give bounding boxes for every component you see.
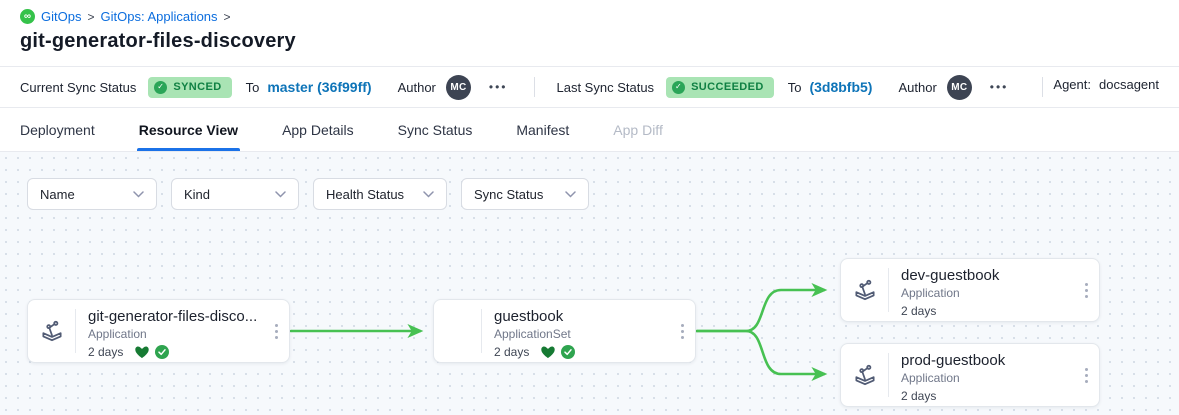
tab-bar: Deployment Resource View App Details Syn… <box>0 108 1179 152</box>
filter-label: Health Status <box>326 186 405 202</box>
last-commit-link[interactable]: (3d8bfb5) <box>809 79 873 95</box>
tab-deployment[interactable]: Deployment <box>20 121 95 138</box>
to-label: To <box>787 79 802 95</box>
divider <box>1042 77 1044 97</box>
chevron-down-icon <box>133 190 144 198</box>
filter-sync-status-dropdown[interactable]: Sync Status <box>461 178 589 210</box>
node-kind: Application <box>901 371 960 385</box>
current-sync-status-label: Current Sync Status <box>20 79 137 95</box>
graph-node-guestbook-applicationset[interactable]: guestbook ApplicationSet 2 days <box>433 299 696 363</box>
node-title: prod-guestbook <box>901 352 1006 369</box>
edge-guestbook-to-dev <box>695 282 828 333</box>
tab-resource-view[interactable]: Resource View <box>136 108 241 151</box>
node-menu-icon[interactable] <box>1073 259 1099 321</box>
health-heart-icon <box>135 346 150 358</box>
divider <box>533 77 535 97</box>
chevron-down-icon <box>423 190 434 198</box>
page-title: git-generator-files-discovery <box>20 30 296 52</box>
node-title: guestbook <box>494 308 564 325</box>
filter-label: Name <box>40 186 75 202</box>
author-label: Author <box>397 79 436 95</box>
current-commit-link[interactable]: master (36f99ff) <box>267 79 372 95</box>
resource-graph-canvas: Name Kind Health Status Sync Status <box>0 152 1179 415</box>
breadcrumb: ∞ GitOps > GitOps: Applications > <box>20 9 1159 24</box>
graph-filters: Name Kind Health Status Sync Status <box>27 178 589 210</box>
graph-node-root-application[interactable]: git-generator-files-disco... Application… <box>27 299 290 363</box>
divider <box>75 309 76 353</box>
gitops-logo-icon: ∞ <box>20 9 35 24</box>
argo-application-icon <box>841 259 888 321</box>
filter-label: Kind <box>184 186 211 202</box>
to-label: To <box>245 79 260 95</box>
graph-node-dev-guestbook[interactable]: dev-guestbook Application 2 days <box>840 258 1100 322</box>
badge-text: SYNCED <box>173 81 222 93</box>
node-kind: Application <box>901 286 960 300</box>
edge-guestbook-to-prod <box>695 329 828 382</box>
last-sync-status-label: Last Sync Status <box>556 79 655 95</box>
node-icon-placeholder <box>434 300 481 362</box>
agent-value: docsagent <box>1099 77 1159 92</box>
tab-manifest[interactable]: Manifest <box>516 121 570 138</box>
author-label: Author <box>898 79 937 95</box>
agent-label: Agent: <box>1053 77 1091 92</box>
page-header: ∞ GitOps > GitOps: Applications > git-ge… <box>0 0 1179 66</box>
node-menu-icon[interactable] <box>669 300 695 362</box>
graph-node-prod-guestbook[interactable]: prod-guestbook Application 2 days <box>840 343 1100 407</box>
author-avatar[interactable]: MC <box>445 74 471 100</box>
node-menu-icon[interactable] <box>263 300 289 362</box>
tab-app-details[interactable]: App Details <box>282 121 354 138</box>
breadcrumb-separator: > <box>87 9 95 24</box>
divider <box>888 353 889 397</box>
sync-check-icon <box>561 345 576 359</box>
argo-application-icon <box>841 344 888 406</box>
node-title: dev-guestbook <box>901 267 1000 284</box>
tab-sync-status[interactable]: Sync Status <box>397 121 473 138</box>
last-sync-status-badge: ✓ SUCCEEDED <box>666 76 774 98</box>
sync-check-icon <box>155 345 170 359</box>
breadcrumb-link-applications[interactable]: GitOps: Applications <box>100 9 218 24</box>
node-age: 2 days <box>901 304 937 318</box>
author-avatar[interactable]: MC <box>946 74 972 100</box>
divider <box>481 309 482 353</box>
agent-info: Agent: docsagent <box>1042 77 1159 97</box>
check-circle-icon: ✓ <box>154 80 168 94</box>
node-kind: Application <box>88 327 147 341</box>
filter-label: Sync Status <box>474 186 544 202</box>
breadcrumb-link-gitops[interactable]: GitOps <box>41 9 82 24</box>
status-bar: Current Sync Status ✓ SYNCED To master (… <box>0 66 1179 108</box>
node-menu-icon[interactable] <box>1073 344 1099 406</box>
check-circle-icon: ✓ <box>672 80 686 94</box>
argo-application-icon <box>28 300 75 362</box>
more-actions-icon[interactable]: ••• <box>986 76 1013 98</box>
more-actions-icon[interactable]: ••• <box>485 76 512 98</box>
chevron-down-icon <box>565 190 576 198</box>
filter-name-dropdown[interactable]: Name <box>27 178 157 210</box>
node-title: git-generator-files-disco... <box>88 308 258 325</box>
current-sync-status-badge: ✓ SYNCED <box>148 76 232 98</box>
chevron-down-icon <box>275 190 286 198</box>
filter-health-status-dropdown[interactable]: Health Status <box>313 178 447 210</box>
health-heart-icon <box>541 346 556 358</box>
node-age: 2 days <box>88 345 124 359</box>
breadcrumb-separator: > <box>223 9 231 24</box>
node-kind: ApplicationSet <box>494 327 571 341</box>
tab-app-diff: App Diff <box>613 121 663 138</box>
node-age: 2 days <box>901 389 937 403</box>
filter-kind-dropdown[interactable]: Kind <box>171 178 299 210</box>
badge-text: SUCCEEDED <box>691 81 764 93</box>
node-age: 2 days <box>494 345 530 359</box>
divider <box>888 268 889 312</box>
